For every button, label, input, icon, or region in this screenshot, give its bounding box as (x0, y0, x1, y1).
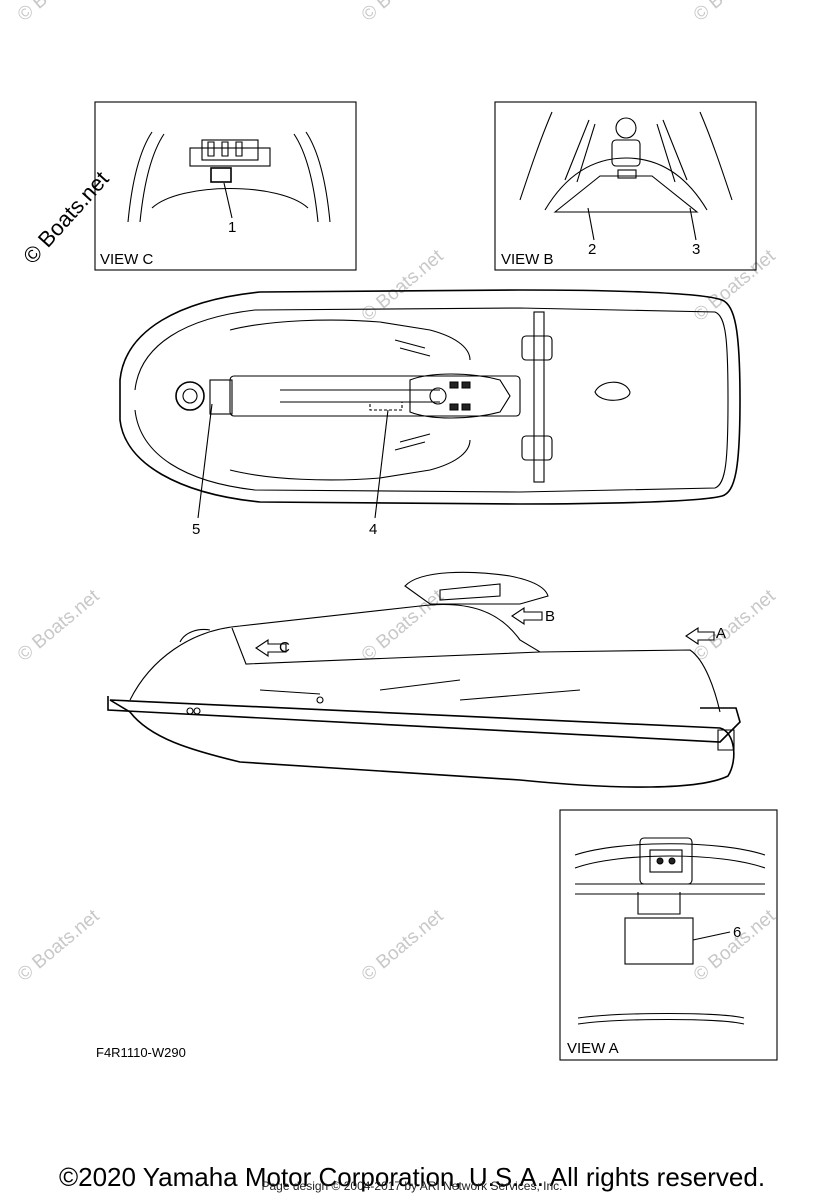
callout-4: 4 (369, 521, 377, 538)
callout-2: 2 (588, 241, 596, 258)
page-design-notice: Page design © 2004-2017 by ARI Network S… (261, 1179, 563, 1193)
side-view-watercraft: C B A (107, 571, 741, 788)
view-c-panel: 1 VIEW C (94, 101, 357, 271)
watermark: © Boats.net (358, 585, 448, 666)
top-view-watercraft: 5 4 (119, 289, 741, 538)
callout-5: 5 (192, 521, 200, 538)
view-c-label: VIEW C (100, 251, 154, 268)
watermark: © Boats.net (690, 0, 780, 26)
watermark: © Boats.net (358, 905, 448, 986)
view-b-panel: 2 3 VIEW B (494, 101, 757, 271)
arrow-a-icon (685, 626, 715, 646)
copyright-notice: ©2020 Yamaha Motor Corporation, U.S.A. A… (58, 1162, 766, 1192)
watermark: © Boats.net (358, 245, 448, 326)
arrow-c-label: C (279, 639, 290, 656)
watermark: © Boats.net (690, 245, 780, 326)
arrow-c-icon (255, 638, 287, 658)
watermark: © Boats.net (690, 585, 780, 666)
view-a-panel: 6 VIEW A (559, 809, 778, 1061)
part-code: F4R1110-W290 (96, 1045, 186, 1060)
watermark: © Boats.net (14, 585, 104, 666)
watermark: © Boats.net (14, 0, 104, 26)
view-b-label: VIEW B (501, 251, 554, 268)
arrow-b-icon (511, 606, 543, 626)
watermark: © Boats.net (690, 905, 780, 986)
arrow-b-label: B (545, 608, 555, 625)
callout-1: 1 (228, 219, 236, 236)
callout-3: 3 (692, 241, 700, 258)
callout-6: 6 (733, 924, 741, 941)
view-a-label: VIEW A (567, 1040, 619, 1057)
arrow-a-label: A (716, 625, 726, 642)
watermark: © Boats.net (358, 0, 448, 26)
watermark: © Boats.net (14, 905, 104, 986)
